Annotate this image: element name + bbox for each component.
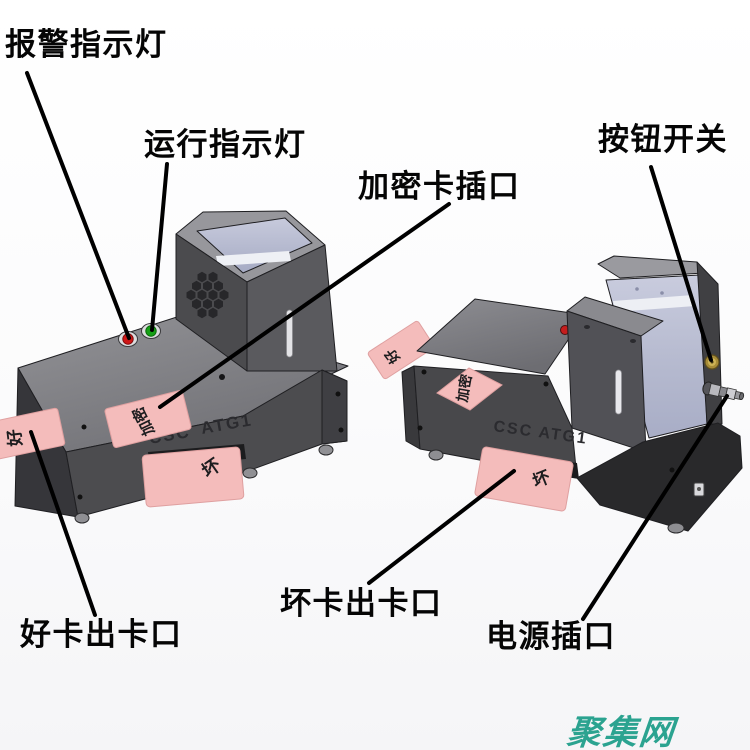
vent-grille-icon (186, 271, 229, 319)
leader-line-run (150, 162, 169, 332)
leader-lines (25, 71, 729, 621)
foot (428, 449, 444, 461)
tower-right-face (246, 244, 338, 372)
screw (421, 369, 427, 375)
body-right-end-face (321, 369, 348, 445)
leader-line-bad-card-exit (367, 469, 516, 585)
screw (77, 494, 83, 500)
encrypt-card: 加密 (104, 390, 192, 448)
bad-card: 坏 (141, 446, 245, 508)
power-port-pin (697, 487, 701, 491)
leader-line-power-socket (581, 394, 729, 621)
callout-labels: 报警指示灯 运行指示灯 加密卡插口 按钮开关 好卡出卡口 坏卡出卡口 电源插口 (5, 27, 728, 654)
screw (630, 339, 636, 343)
good-card-label: 好 (4, 428, 26, 448)
leader-line-button-switch (649, 165, 713, 362)
label-alarm-indicator: 报警指示灯 (5, 27, 168, 62)
good-card: 好 (0, 407, 66, 460)
level-indicator-slot (615, 369, 622, 415)
label-encrypt-card-slot: 加密卡插口 (358, 169, 521, 204)
bad-card-label: 坏 (530, 467, 553, 491)
good-card: 好 (367, 320, 435, 380)
leader-line-good-card-exit (29, 430, 97, 617)
leader-line-encrypt-slot (158, 202, 451, 409)
hopper-card-stack (216, 251, 291, 266)
hopper-card-stack (613, 295, 695, 312)
encrypt-card-label: 加密 (454, 373, 476, 405)
foot (318, 444, 334, 456)
device-brand-text: CSC (492, 418, 534, 440)
watermark-juji-wang: 聚集网 (565, 713, 680, 750)
encrypt-card: 加密 (436, 367, 503, 411)
foot (74, 512, 90, 524)
label-bad-card-exit: 坏卡出卡口 (280, 586, 443, 621)
leader-line-alarm (25, 71, 131, 340)
power-connector (702, 381, 745, 401)
level-indicator-slot (286, 309, 293, 358)
foot (667, 522, 685, 534)
screw (219, 374, 225, 380)
foot (242, 467, 258, 479)
base-wedge (576, 422, 743, 532)
label-run-indicator: 运行指示灯 (144, 127, 307, 162)
screw (81, 424, 87, 430)
label-button-switch: 按钮开关 (598, 122, 728, 157)
screw (543, 381, 549, 387)
card-dispenser-left-view: 好 CSC ATG1 坏 加密 (0, 210, 349, 524)
screw (660, 291, 664, 295)
screw (417, 425, 423, 431)
screw (584, 325, 590, 329)
label-good-card-exit: 好卡出卡口 (19, 617, 183, 652)
card-dispenser-right-view: 好 CSC ATG1 加密 (367, 255, 745, 534)
screw (635, 287, 639, 291)
screw (335, 391, 341, 397)
screw (338, 427, 344, 433)
screw (669, 467, 675, 473)
tower-right-face (696, 261, 723, 425)
label-power-socket: 电源插口 (486, 619, 616, 654)
bad-card: 坏 (474, 446, 574, 512)
device-model-text: ATG1 (537, 424, 588, 448)
